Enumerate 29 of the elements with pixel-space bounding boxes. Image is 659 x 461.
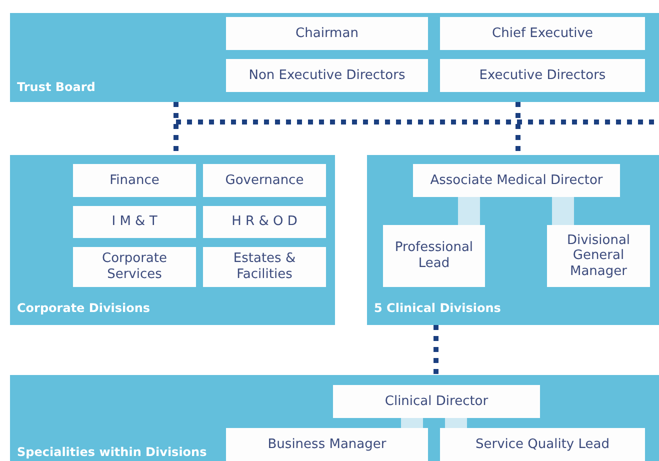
connector bbox=[552, 197, 574, 225]
role-box: Chief Executive bbox=[440, 17, 645, 50]
connector bbox=[458, 197, 480, 225]
role-box: Corporate Services bbox=[73, 247, 196, 287]
connector bbox=[401, 418, 423, 428]
role-box: Finance bbox=[73, 164, 196, 197]
role-box: Executive Directors bbox=[440, 59, 645, 92]
panel bbox=[10, 13, 659, 102]
panel-title: Trust Board bbox=[17, 80, 96, 94]
role-box: Divisional General Manager bbox=[547, 225, 650, 287]
connector bbox=[445, 418, 467, 428]
role-box: I M & T bbox=[73, 206, 196, 238]
panel bbox=[367, 155, 659, 325]
role-box: Estates & Facilities bbox=[203, 247, 326, 287]
role-box: Clinical Director bbox=[333, 385, 540, 418]
panel bbox=[10, 155, 335, 325]
role-box: Governance bbox=[203, 164, 326, 197]
role-box: Associate Medical Director bbox=[413, 164, 620, 197]
role-box: Professional Lead bbox=[383, 225, 485, 287]
panel bbox=[10, 375, 659, 461]
dotted-connector bbox=[434, 325, 438, 375]
role-box: Chairman bbox=[226, 17, 428, 50]
panel-title: 5 Clinical Divisions bbox=[374, 301, 501, 315]
role-box: Service Quality Lead bbox=[440, 428, 645, 461]
role-box: Business Manager bbox=[226, 428, 428, 461]
panel-title: Specialities within Divisions bbox=[17, 445, 207, 459]
role-box: H R & O D bbox=[203, 206, 326, 238]
role-box: Non Executive Directors bbox=[226, 59, 428, 92]
panel-title: Corporate Divisions bbox=[17, 301, 150, 315]
